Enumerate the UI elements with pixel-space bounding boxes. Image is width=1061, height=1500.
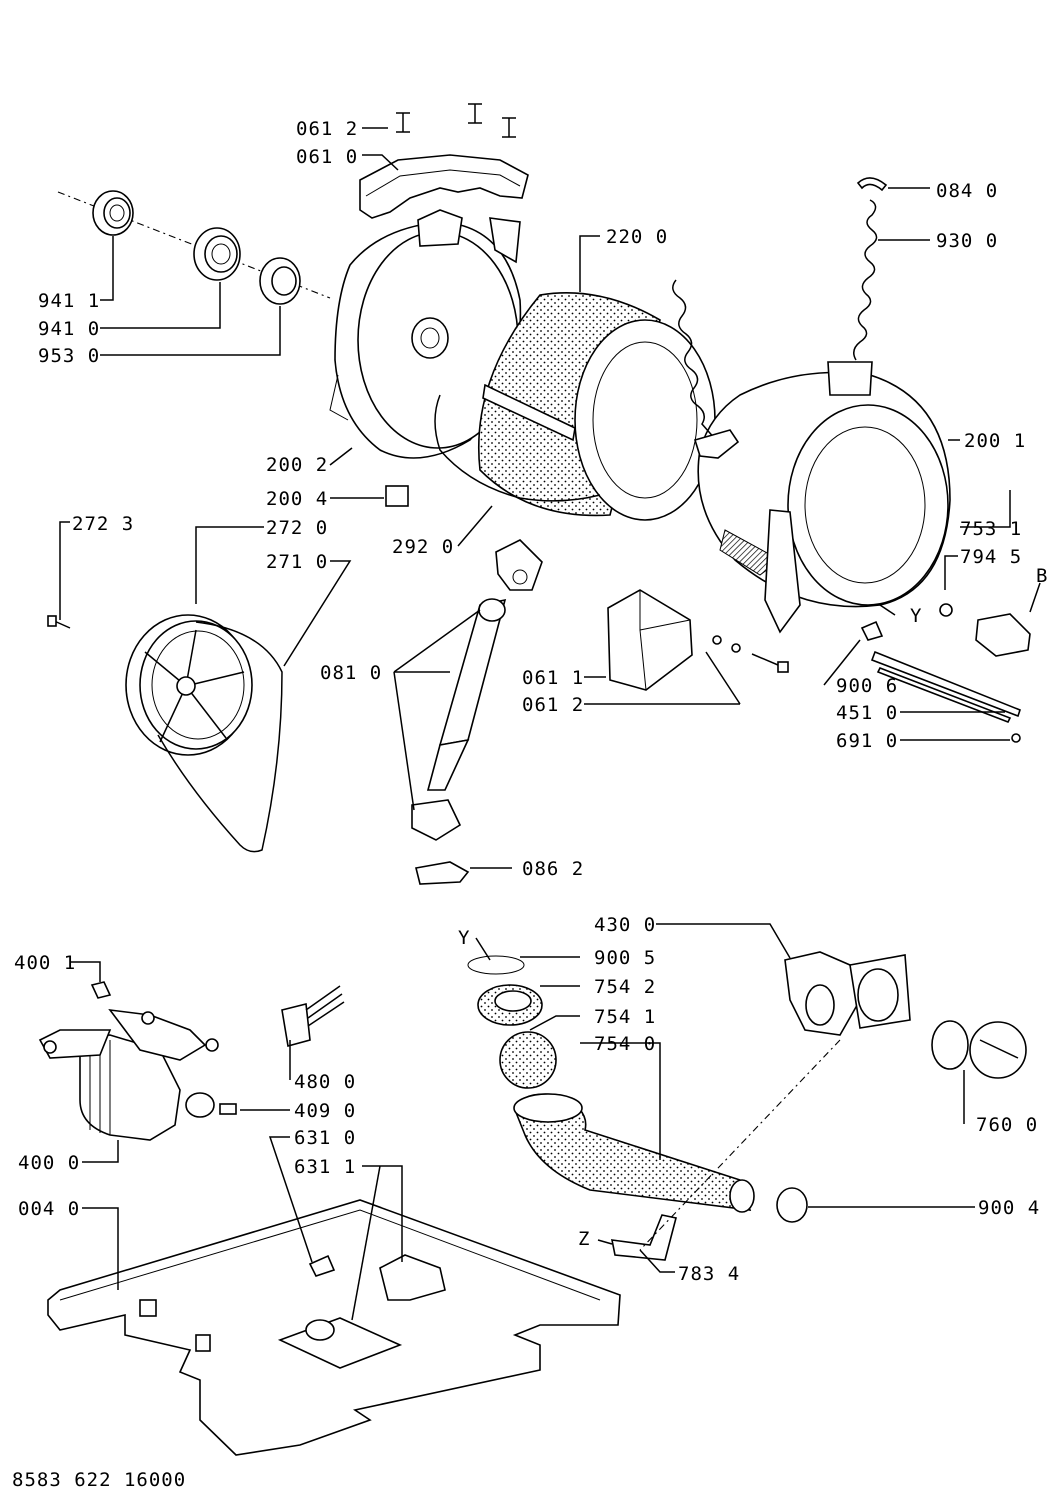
clamp-900-5	[467, 955, 525, 975]
label-480-0: 480 0	[294, 1071, 356, 1093]
spring-left	[672, 279, 717, 441]
label-941-0: 941 0	[38, 318, 100, 340]
nut-691-0	[1011, 733, 1021, 743]
label-200-1: 200 1	[964, 430, 1026, 452]
screw-272-3	[47, 615, 71, 629]
label-430-0: 430 0	[594, 914, 656, 936]
sensor-753-1	[975, 613, 1031, 657]
label-930-0: 930 0	[936, 230, 998, 252]
label-900-6: 900 6	[836, 675, 898, 697]
shock-absorber-081-0	[411, 539, 543, 841]
rear-tub-200-2	[329, 209, 522, 459]
seal-754-2	[477, 984, 543, 1026]
clip-900-6	[860, 620, 884, 641]
pump-430-0	[784, 951, 911, 1036]
label-400-0: 400 0	[18, 1152, 80, 1174]
pulley-272-0	[125, 614, 253, 756]
pump-axis-line	[639, 1039, 841, 1251]
leader-lines	[59, 127, 1041, 1321]
ball-754-1	[499, 1031, 557, 1089]
label-081-0: 081 0	[320, 662, 382, 684]
spring-930-0	[853, 199, 878, 361]
clip-200-4	[385, 485, 409, 507]
label-292-0: 292 0	[392, 536, 454, 558]
label-900-4: 900 4	[978, 1197, 1040, 1219]
sensor-794-5	[939, 603, 953, 617]
hose-783-4	[610, 1214, 677, 1261]
label-941-1: 941 1	[38, 290, 100, 312]
label-061-0: 061 0	[296, 146, 358, 168]
hook-084-0	[856, 177, 888, 192]
label-631-0: 631 0	[294, 1127, 356, 1149]
valve-631-1-part	[379, 1254, 446, 1301]
base-004-0	[47, 1199, 621, 1456]
label-760-0: 760 0	[976, 1114, 1038, 1136]
seal-953-0	[259, 257, 301, 305]
label-Y-top: Y	[910, 605, 922, 627]
label-953-0: 953 0	[38, 345, 100, 367]
label-753-1: 753 1	[960, 518, 1022, 540]
label-272-0: 272 0	[266, 517, 328, 539]
bearing-941-1	[92, 190, 134, 236]
part-labels: 061 2 061 0 084 0 220 0 930 0 941 1 941 …	[12, 118, 1048, 1491]
label-061-2-top: 061 2	[296, 118, 358, 140]
label-Z: Z	[578, 1228, 590, 1250]
label-Y-bottom: Y	[458, 927, 470, 949]
brush-409-0	[219, 1103, 237, 1115]
label-754-1: 754 1	[594, 1006, 656, 1028]
connector-480-0	[281, 985, 345, 1048]
label-200-4: 200 4	[266, 488, 328, 510]
drum-220-0	[477, 292, 716, 521]
label-061-2-mid: 061 2	[522, 694, 584, 716]
filter-760-0	[931, 1020, 1027, 1079]
document-code: 8583 622 16000	[12, 1469, 186, 1491]
label-004-0: 004 0	[18, 1198, 80, 1220]
label-409-0: 409 0	[294, 1100, 356, 1122]
gasket-clamp-292-0	[434, 394, 601, 502]
bearing-941-0	[193, 227, 241, 281]
screw-061-2-top	[396, 103, 516, 138]
label-400-1: 400 1	[14, 952, 76, 974]
belt-271-0	[157, 621, 283, 853]
label-691-0: 691 0	[836, 730, 898, 752]
label-794-5: 794 5	[960, 546, 1022, 568]
label-B: B	[1036, 565, 1048, 587]
heater-451-0	[870, 650, 1021, 718]
counterweight-061-0	[359, 154, 529, 219]
label-631-1: 631 1	[294, 1156, 356, 1178]
clip-086-2	[415, 861, 470, 885]
label-900-5: 900 5	[594, 947, 656, 969]
motor-400-0	[38, 1008, 219, 1141]
hose-754-0	[513, 1093, 755, 1213]
clamp-900-4	[776, 1187, 808, 1223]
label-200-2: 200 2	[266, 454, 328, 476]
label-086-2: 086 2	[522, 858, 584, 880]
front-tub-200-1	[697, 361, 951, 634]
bolt-061-2-mid	[712, 635, 789, 673]
label-084-0: 084 0	[936, 180, 998, 202]
label-754-2: 754 2	[594, 976, 656, 998]
label-061-1: 061 1	[522, 667, 584, 689]
label-272-3: 272 3	[72, 513, 134, 535]
screw-400-1	[90, 981, 112, 999]
label-451-0: 451 0	[836, 702, 898, 724]
label-754-0: 754 0	[594, 1033, 656, 1055]
label-271-0: 271 0	[266, 551, 328, 573]
label-783-4: 783 4	[678, 1263, 740, 1285]
bracket-061-1	[607, 589, 693, 691]
label-220-0: 220 0	[606, 226, 668, 248]
